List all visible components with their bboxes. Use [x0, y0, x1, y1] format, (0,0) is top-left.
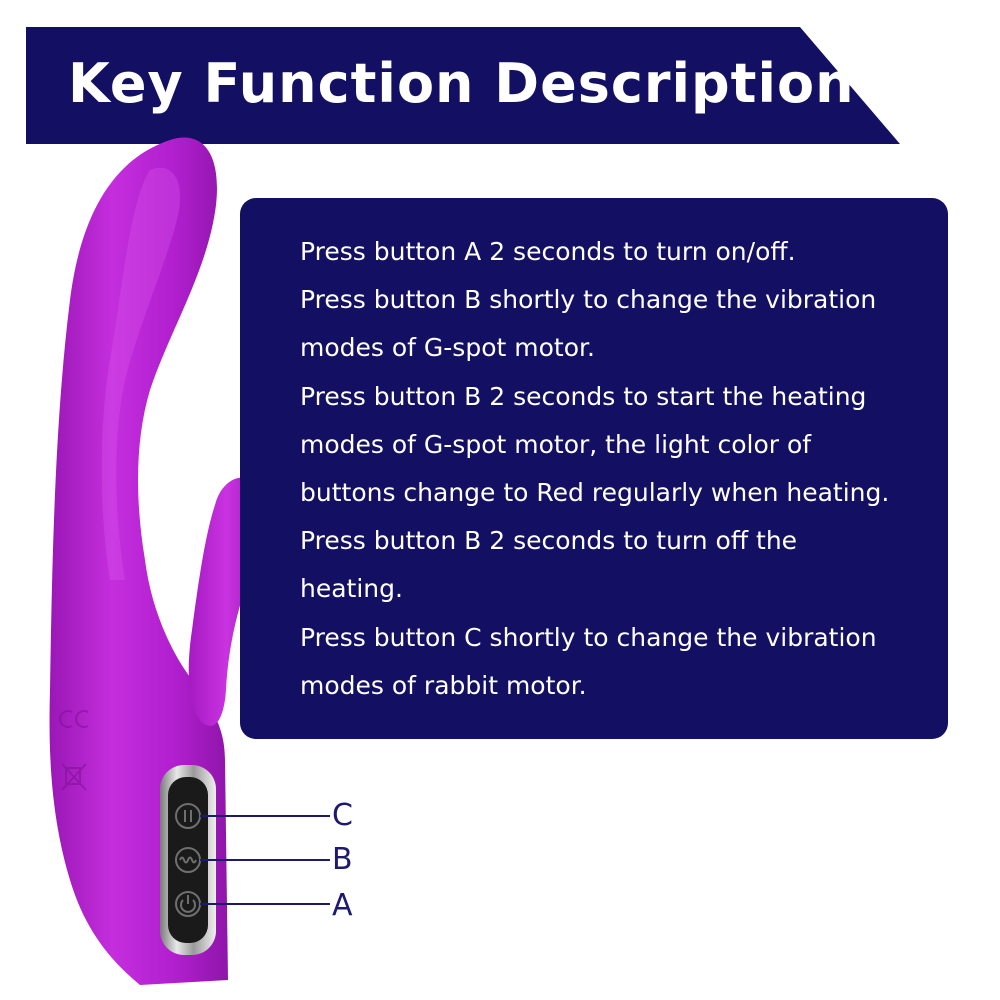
banner-shape	[26, 27, 900, 144]
description-line: Press button B 2 seconds to start the he…	[300, 381, 867, 411]
description-panel: Press button A 2 seconds to turn on/off.…	[240, 198, 948, 739]
description-text: Press button A 2 seconds to turn on/off.…	[300, 228, 889, 710]
description-line: Press button B 2 seconds to turn off the	[300, 526, 798, 556]
callout-label-b: B	[332, 842, 353, 877]
description-line: modes of G-spot motor.	[300, 333, 595, 363]
weee-bin-icon	[61, 763, 87, 791]
description-line: buttons change to Red regularly when hea…	[300, 478, 890, 508]
description-line: modes of G-spot motor, the light color o…	[300, 429, 812, 459]
description-line: Press button C shortly to change the vib…	[300, 622, 877, 652]
description-line: Press button A 2 seconds to turn on/off.	[300, 237, 796, 266]
description-line: Press button B shortly to change the vib…	[300, 285, 877, 315]
shaft-highlight	[101, 167, 181, 580]
description-line: modes of rabbit motor.	[300, 670, 587, 700]
callout-label-c: C	[332, 798, 353, 833]
ce-mark-icon	[59, 710, 89, 728]
title-banner: Key Function Description	[26, 27, 900, 144]
description-line: heating.	[300, 574, 403, 604]
callout-label-a: A	[332, 888, 353, 923]
page-title: Key Function Description	[68, 52, 855, 115]
